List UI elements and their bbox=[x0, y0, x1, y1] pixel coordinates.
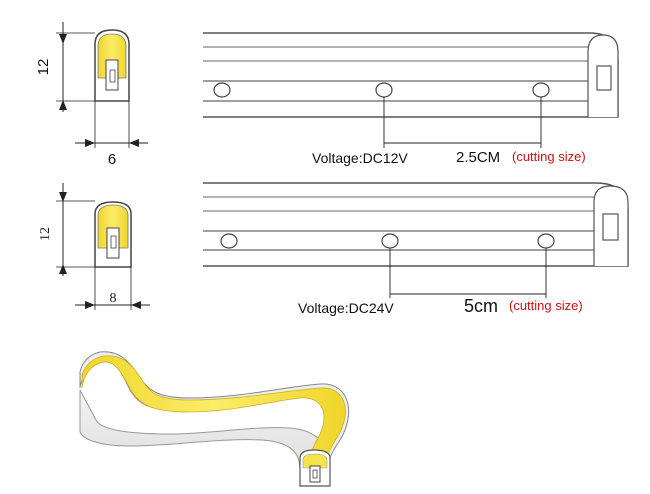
cut-value-label-1: 2.5CM bbox=[456, 149, 500, 166]
cut-value-label-2: 5cm bbox=[464, 296, 498, 316]
voltage-label-1: Voltage:DC12V bbox=[312, 150, 408, 166]
cross-section-8mm: 12 8 bbox=[38, 183, 150, 310]
width-dim-label-2: 8 bbox=[110, 291, 117, 306]
height-dim-label-2: 12 bbox=[38, 227, 53, 241]
side-view-12v: Voltage:DC12V 2.5CM (cutting size) bbox=[203, 32, 619, 166]
flexible-strip-illustration bbox=[79, 351, 350, 487]
height-dim-label: 12 bbox=[35, 59, 52, 76]
voltage-label-2: Voltage:DC24V bbox=[298, 300, 394, 316]
cut-note-label-1: (cutting size) bbox=[512, 149, 586, 164]
side-view-24v: Voltage:DC24V 5cm (cutting size) bbox=[203, 182, 629, 316]
width-dim-label: 6 bbox=[108, 151, 116, 168]
cross-section-6mm: 12 6 bbox=[35, 22, 148, 168]
cut-note-label-2: (cutting size) bbox=[509, 298, 583, 313]
